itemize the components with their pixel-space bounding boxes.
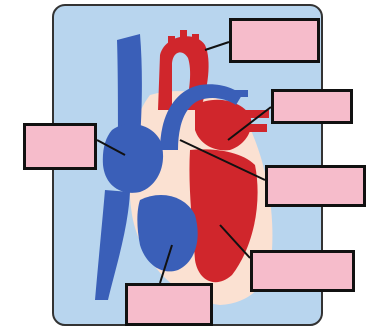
- label-box[interactable]: [265, 165, 366, 207]
- aorta-branch: [180, 30, 187, 46]
- aorta-branch: [192, 34, 199, 50]
- label-box[interactable]: [250, 250, 355, 292]
- label-box[interactable]: [23, 123, 97, 170]
- aorta-branch: [168, 36, 175, 52]
- pulmonary-artery-branch: [232, 90, 248, 97]
- label-box[interactable]: [229, 18, 320, 63]
- label-box[interactable]: [271, 89, 353, 124]
- label-box[interactable]: [125, 283, 213, 326]
